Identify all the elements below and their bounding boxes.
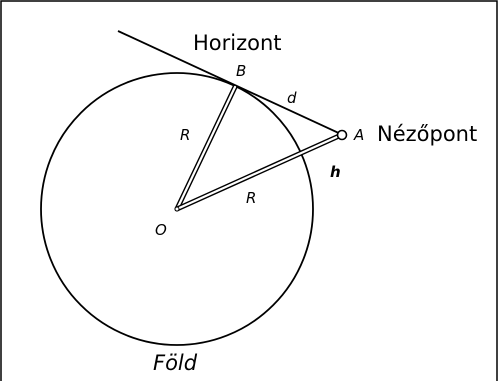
point-a-label: A <box>353 126 364 144</box>
earth-circle <box>40 72 314 346</box>
radius-ob-label: R <box>180 126 190 144</box>
point-b-label: B <box>236 62 246 80</box>
radius-oa-label: R <box>246 189 256 207</box>
center-o-marker <box>174 206 180 212</box>
viewpoint-a-marker <box>336 129 348 141</box>
height-h-label: h <box>330 163 341 181</box>
earth-label: Föld <box>153 351 198 375</box>
radius-ob-fill <box>175 85 237 211</box>
viewpoint-label: Nézőpont <box>377 122 477 146</box>
center-o-label: O <box>155 221 167 239</box>
horizon-line <box>117 30 344 136</box>
distance-d-label: d <box>287 89 297 107</box>
radius-oa-fill <box>175 134 341 211</box>
horizon-label: Horizont <box>193 31 282 55</box>
